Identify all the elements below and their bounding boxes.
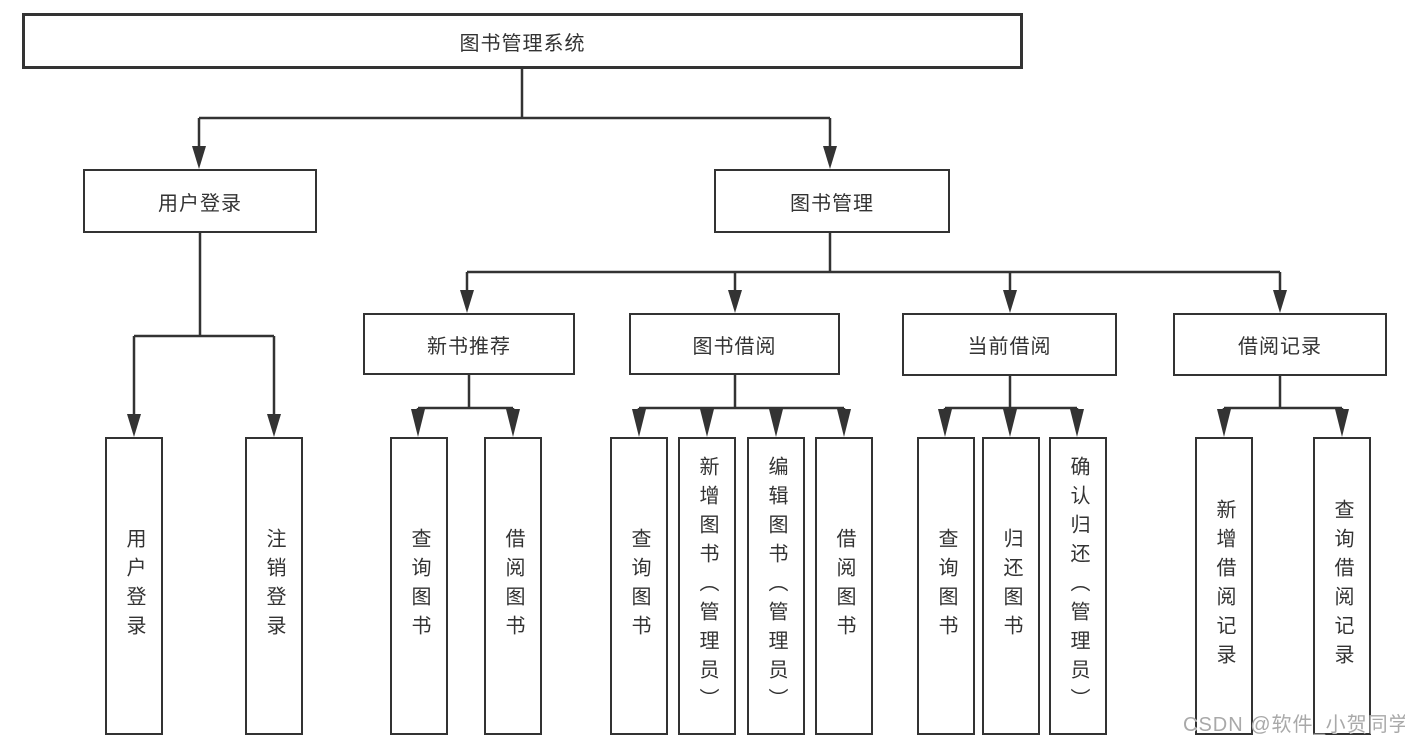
node-label: 归还图书 (1000, 528, 1022, 644)
leaf-logout: 注销登录 (245, 437, 303, 735)
node-label: 编辑图书（管理员） (765, 455, 787, 717)
leaf-query-borrow-record: 查询借阅记录 (1313, 437, 1371, 735)
arrowhead (1003, 290, 1017, 313)
arrowhead (769, 409, 783, 437)
node-label: 新书推荐 (427, 335, 511, 358)
leaf-borrow-book-recommend: 借阅图书 (484, 437, 542, 735)
node-current-borrow: 当前借阅 (902, 313, 1117, 376)
leaf-confirm-return-admin: 确认归还（管理员） (1049, 437, 1107, 735)
arrowhead (506, 409, 520, 437)
node-label: 借阅记录 (1238, 336, 1322, 358)
arrowhead (460, 290, 474, 313)
node-label: 图书管理系统 (459, 32, 586, 55)
node-label: 确认归还（管理员） (1067, 455, 1089, 717)
node-label: 当前借阅 (967, 336, 1052, 358)
node-label: 借阅图书 (502, 528, 524, 644)
arrowhead (837, 409, 851, 437)
node-label: 用户登录 (158, 192, 242, 215)
leaf-add-borrow-record: 新增借阅记录 (1195, 437, 1253, 735)
node-label: 图书管理 (790, 192, 874, 215)
node-label: 用户登录 (123, 528, 145, 644)
node-label: 查询图书 (408, 528, 430, 644)
arrowhead (728, 290, 742, 313)
leaf-return-book: 归还图书 (982, 437, 1040, 735)
arrowhead (411, 409, 425, 437)
arrowhead (1070, 409, 1084, 437)
arrowhead (192, 146, 206, 169)
leaf-add-book-admin: 新增图书（管理员） (678, 437, 736, 735)
node-borrow-records: 借阅记录 (1173, 313, 1387, 376)
arrowhead (1273, 290, 1287, 313)
leaf-query-book-recommend: 查询图书 (390, 437, 448, 735)
node-root-system: 图书管理系统 (22, 13, 1023, 69)
arrowhead (700, 409, 714, 437)
connector-root-to-level2 (192, 69, 837, 169)
arrowhead (632, 409, 646, 437)
connector-new-book-rec-to-leaves (411, 375, 520, 437)
node-label: 查询图书 (628, 528, 650, 644)
node-label: 新增借阅记录 (1213, 499, 1235, 673)
arrowhead (1217, 409, 1231, 437)
connector-user-login-to-leaves (127, 233, 281, 437)
node-label: 新增图书（管理员） (696, 455, 718, 717)
leaf-edit-book-admin: 编辑图书（管理员） (747, 437, 805, 735)
node-label: 注销登录 (263, 528, 285, 644)
leaf-borrow-book: 借阅图书 (815, 437, 873, 735)
node-label: 借阅图书 (833, 528, 855, 644)
arrowhead (1335, 409, 1349, 437)
connector-borrow-records-to-leaves (1217, 375, 1349, 437)
leaf-user-login: 用户登录 (105, 437, 163, 735)
node-book-borrow: 图书借阅 (629, 313, 840, 375)
leaf-query-book-current: 查询图书 (917, 437, 975, 735)
node-label: 查询图书 (935, 528, 957, 644)
arrowhead (1003, 409, 1017, 437)
arrowhead (823, 146, 837, 169)
arrowhead (267, 414, 281, 437)
arrowhead (127, 414, 141, 437)
connector-current-borrow-to-leaves (938, 375, 1084, 437)
connector-book-mgmt-to-level3 (460, 233, 1287, 313)
node-new-book-recommend: 新书推荐 (363, 313, 575, 375)
node-label: 查询借阅记录 (1331, 499, 1353, 673)
arrowhead (938, 409, 952, 437)
node-user-login: 用户登录 (83, 169, 317, 233)
connector-book-borrow-to-leaves (632, 375, 851, 437)
leaf-query-book-borrow: 查询图书 (610, 437, 668, 735)
csdn-watermark: CSDN @软件_小贺同学 (1183, 714, 1405, 736)
node-label: 图书借阅 (692, 335, 777, 358)
node-book-management: 图书管理 (714, 169, 950, 233)
